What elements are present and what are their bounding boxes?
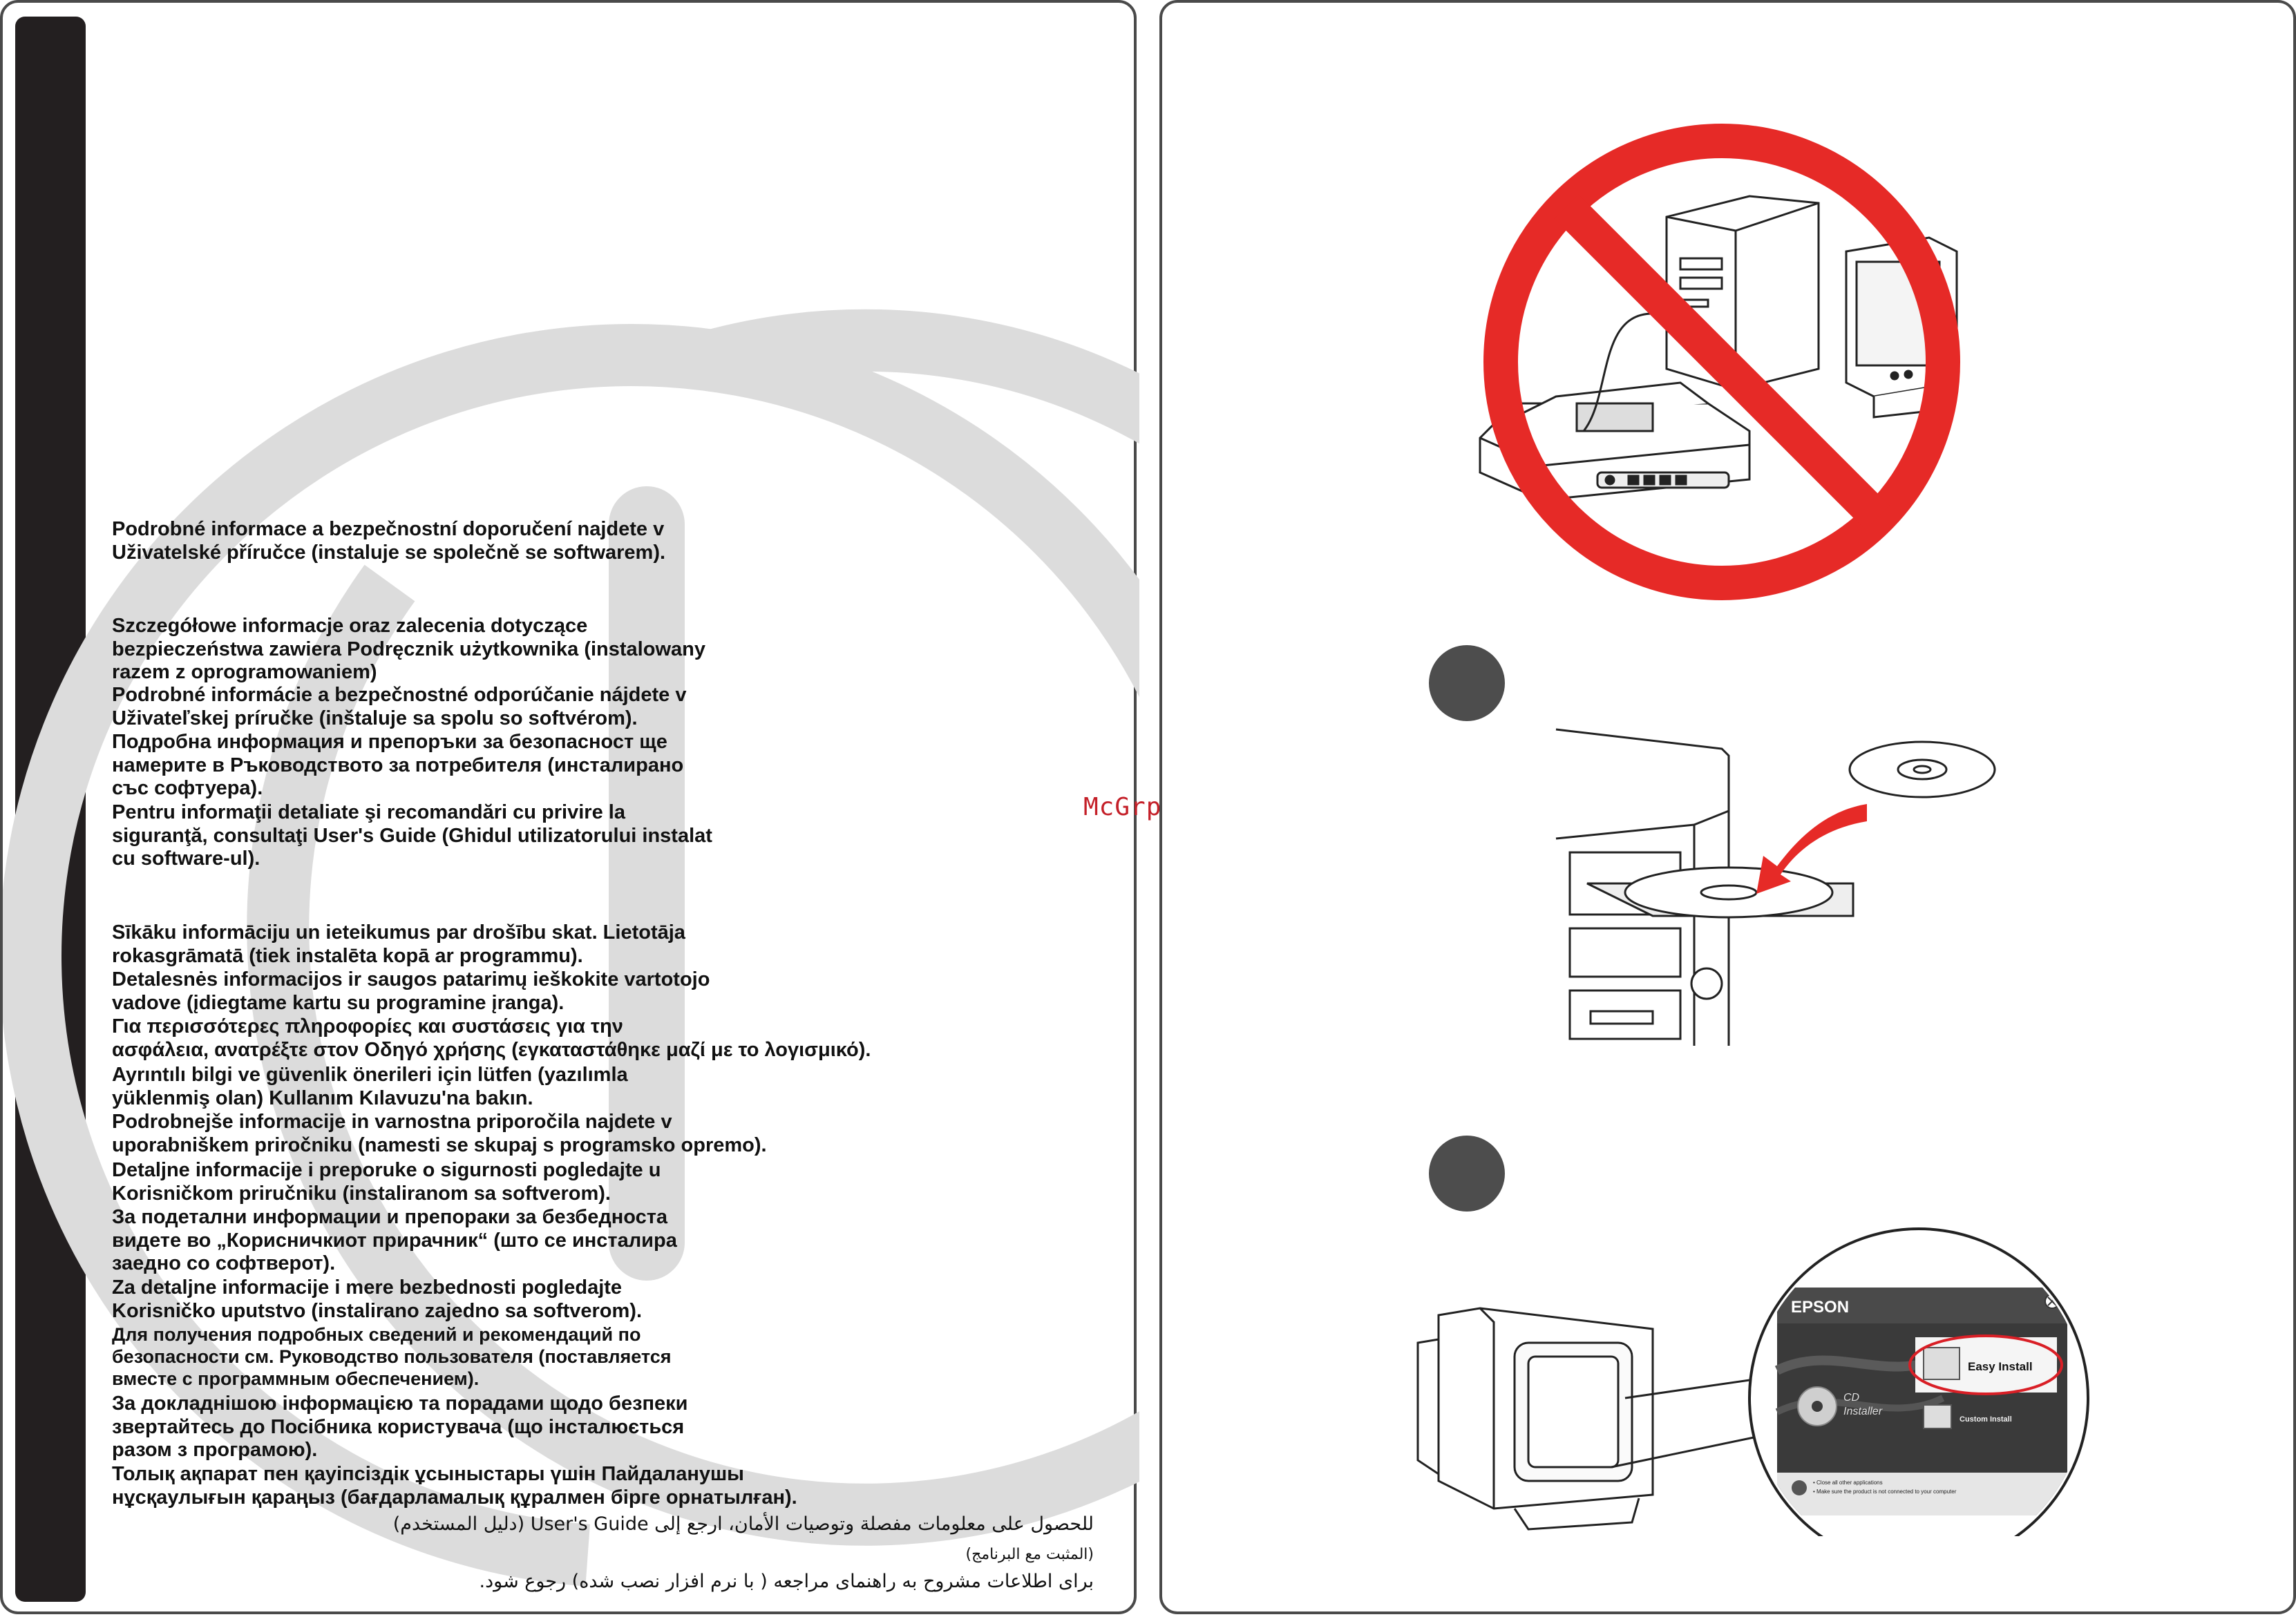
safety-text-lt: Detalesnės informacijos ir saugos patari… <box>112 968 710 1014</box>
right-panel: EPSON CD Installer Easy Install Custom I… <box>1159 0 2296 1614</box>
installer-brand: EPSON <box>1791 1298 1849 1317</box>
safety-text-ar-2: (المثبت مع البرنامج) <box>965 1546 1094 1563</box>
step-1-circle <box>1429 645 1505 721</box>
step-2-circle <box>1429 1136 1505 1212</box>
safety-text-el: Για περισσότερες πληροφορίες και συστάσε… <box>112 1015 871 1061</box>
safety-text-lv: Sīkāku informāciju un ieteikumus par dro… <box>112 921 685 967</box>
cd-label-1: CD <box>1843 1392 1860 1404</box>
easy-install-label: Easy Install <box>1968 1360 2033 1373</box>
safety-text-tr: Ayrıntılı bilgi ve güvenlik önerileri iç… <box>112 1064 628 1109</box>
installer-illustration: EPSON CD Installer Easy Install Custom I… <box>1416 1227 2089 1536</box>
safety-text-hr: Detaljne informacije i preporuke o sigur… <box>112 1159 661 1205</box>
safety-text-bg: Подробна информация и препоръки за безоп… <box>112 731 684 799</box>
info-icon <box>1792 1480 1807 1495</box>
footer-line-1: • Close all other applications <box>1813 1480 1883 1486</box>
safety-text-sr: Za detaljne informacije i mere bezbednos… <box>112 1276 643 1322</box>
safety-text-ru: Для получения подробных сведений и реком… <box>112 1324 672 1389</box>
insert-cd-illustration <box>1555 728 1996 1046</box>
footer-line-2: • Make sure the product is not connected… <box>1813 1489 1957 1495</box>
prohibition-slash <box>1554 194 1890 530</box>
insert-arrow-icon <box>1756 804 1867 894</box>
safety-text-fa: برای اطلاعات مشروح به راهنمای مراجعه ( ب… <box>479 1571 1094 1592</box>
safety-text-sl: Podrobnejše informacije in varnostna pri… <box>112 1111 767 1156</box>
easy-install-highlight <box>1908 1334 2063 1395</box>
safety-text-mk: За подетални информации и препораки за б… <box>112 1206 677 1274</box>
safety-text-kk: Толық ақпарат пен қауіпсіздік ұсыныстары… <box>112 1463 797 1509</box>
folder-icon <box>1923 1404 1952 1429</box>
safety-text-uk: За докладнішою інформацією та порадами щ… <box>112 1393 688 1461</box>
safety-text-sk: Podrobné informácie a bezpečnostné odpor… <box>112 684 687 729</box>
prohibition-circle <box>1483 124 1960 600</box>
cd-label-2: Installer <box>1843 1406 1883 1417</box>
left-panel: Podrobné informace a bezpečnostní doporu… <box>0 0 1139 1614</box>
crt-monitor-illustration <box>1416 1307 1654 1531</box>
custom-install-label: Custom Install <box>1960 1415 2012 1424</box>
do-not-connect-illustration <box>1479 124 1960 600</box>
safety-text-ro: Pentru informaţii detaliate şi recomandă… <box>112 801 712 870</box>
safety-text-pl: Szczegółowe informacje oraz zalecenia do… <box>112 615 705 683</box>
safety-text-cs: Podrobné informace a bezpečnostní doporu… <box>112 518 666 564</box>
background-power-glyph <box>3 309 1139 1588</box>
safety-text-ar-1: للحصول على معلومات مفصلة وتوصيات الأمان،… <box>392 1513 1094 1535</box>
